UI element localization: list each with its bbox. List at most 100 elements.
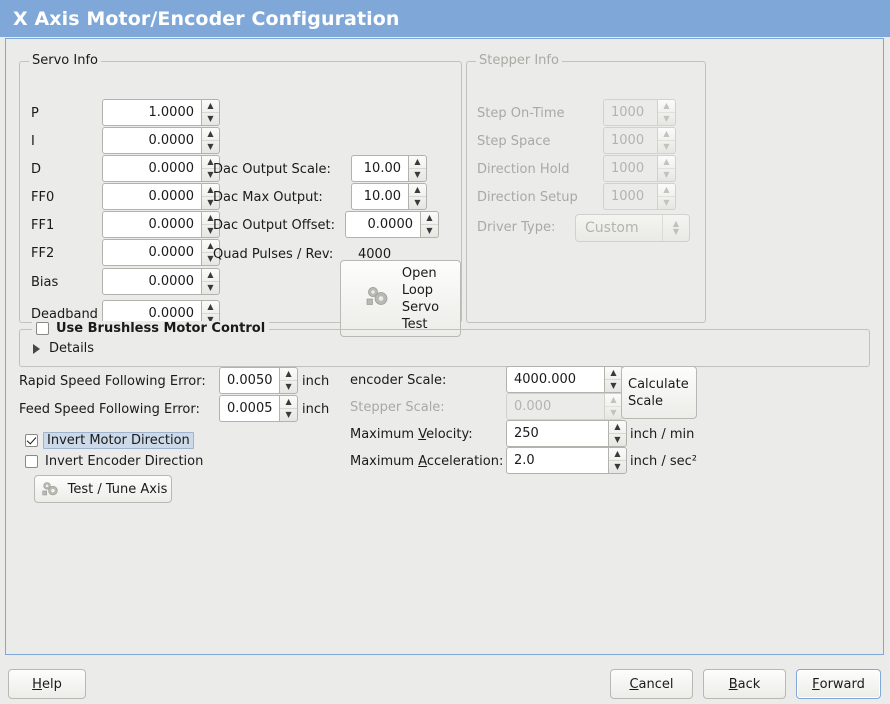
spin-down-icon[interactable]: ▼ [207, 283, 214, 292]
checkbox-box[interactable] [25, 434, 38, 447]
title-bar: X Axis Motor/Encoder Configuration [0, 0, 890, 37]
dac-max-output-value[interactable]: 10.00 [351, 183, 408, 210]
spin-down-icon[interactable]: ▼ [207, 254, 214, 263]
spin-up-icon[interactable]: ▲ [421, 212, 438, 225]
servo-d-spinbox[interactable]: 0.0000 ▲▼ [102, 155, 220, 182]
dac-output-offset-value[interactable]: 0.0000 [345, 211, 420, 238]
spin-down-icon: ▼ [663, 198, 670, 207]
servo-d-value[interactable]: 0.0000 [102, 155, 201, 182]
dac-output-scale-stepper[interactable]: ▲▼ [408, 155, 427, 182]
servo-ff0-value[interactable]: 0.0000 [102, 183, 201, 210]
spin-up-icon[interactable]: ▲ [280, 368, 297, 381]
dac-output-scale-spinbox[interactable]: 10.00 ▲▼ [351, 155, 427, 182]
servo-bias-spinbox[interactable]: 0.0000 ▲▼ [102, 268, 220, 295]
spin-down-icon[interactable]: ▼ [285, 382, 292, 391]
spin-down-icon[interactable]: ▼ [614, 435, 621, 444]
rapid-following-error-spinbox[interactable]: 0.0050 ▲▼ [219, 367, 298, 394]
maximum-acceleration-stepper[interactable]: ▲▼ [608, 447, 627, 474]
dac-max-output-spinbox[interactable]: 10.00 ▲▼ [351, 183, 427, 210]
details-expander[interactable]: Details [33, 341, 94, 356]
spin-down-icon[interactable]: ▼ [207, 170, 214, 179]
spin-up-icon[interactable]: ▲ [202, 240, 219, 253]
spin-down-icon[interactable]: ▼ [285, 410, 292, 419]
spin-down-icon: ▼ [610, 408, 617, 417]
servo-deadband-spinbox[interactable]: 0.0000 ▲▼ [102, 300, 220, 327]
servo-label-ff0: FF0 [31, 190, 55, 205]
spin-up-icon[interactable]: ▲ [202, 156, 219, 169]
open-loop-servo-test-button[interactable]: Open Loop Servo Test [340, 260, 461, 337]
dac-output-offset-stepper[interactable]: ▲▼ [420, 211, 439, 238]
test-tune-axis-button[interactable]: Test / Tune Axis [34, 475, 172, 503]
servo-i-value[interactable]: 0.0000 [102, 127, 201, 154]
spin-up-icon[interactable]: ▲ [202, 184, 219, 197]
calculate-scale-button[interactable]: Calculate Scale [621, 366, 697, 419]
encoder-scale-spinbox[interactable]: 4000.000 ▲▼ [506, 366, 623, 393]
feed-stepper[interactable]: ▲▼ [279, 395, 298, 422]
spin-down-icon[interactable]: ▼ [426, 226, 433, 235]
encoder-scale-value[interactable]: 4000.000 [506, 366, 604, 393]
spin-up-icon[interactable]: ▲ [202, 269, 219, 282]
dac-output-offset-spinbox[interactable]: 0.0000 ▲▼ [345, 211, 439, 238]
servo-bias-value[interactable]: 0.0000 [102, 268, 201, 295]
invert-encoder-direction-checkbox[interactable]: Invert Encoder Direction [25, 454, 203, 469]
spin-up-icon[interactable]: ▲ [202, 301, 219, 314]
dac-max-output-stepper[interactable]: ▲▼ [408, 183, 427, 210]
spin-down-icon[interactable]: ▼ [207, 315, 214, 324]
maximum-acceleration-value[interactable]: 2.0 [506, 447, 608, 474]
spin-down-icon[interactable]: ▼ [414, 170, 421, 179]
servo-ff0-spinbox[interactable]: 0.0000 ▲▼ [102, 183, 220, 210]
use-brushless-checkbox[interactable]: Use Brushless Motor Control [32, 321, 270, 336]
step-on-time-spinbox: 1000 ▲▼ [603, 99, 676, 126]
checkbox-box[interactable] [25, 455, 38, 468]
spin-up-icon[interactable]: ▲ [605, 367, 622, 380]
spin-up-icon[interactable]: ▲ [609, 448, 626, 461]
maximum-acceleration-spinbox[interactable]: 2.0 ▲▼ [506, 447, 627, 474]
feed-following-error-value[interactable]: 0.0005 [219, 395, 280, 422]
spin-up-icon[interactable]: ▲ [409, 156, 426, 169]
servo-d-stepper[interactable]: ▲▼ [201, 155, 220, 182]
rapid-following-error-value[interactable]: 0.0050 [219, 367, 280, 394]
spin-up-icon[interactable]: ▲ [202, 100, 219, 113]
maximum-velocity-spinbox[interactable]: 250 ▲▼ [506, 420, 627, 447]
spin-up-icon[interactable]: ▲ [609, 421, 626, 434]
servo-ff1-spinbox[interactable]: 0.0000 ▲▼ [102, 211, 220, 238]
checkbox-box[interactable] [36, 322, 49, 335]
spin-down-icon[interactable]: ▼ [614, 462, 621, 471]
dac-output-scale-value[interactable]: 10.00 [351, 155, 408, 182]
servo-i-spinbox[interactable]: 0.0000 ▲▼ [102, 127, 220, 154]
servo-p-spinbox[interactable]: 1.0000 ▲▼ [102, 99, 220, 126]
servo-p-value[interactable]: 1.0000 [102, 99, 201, 126]
invert-encoder-direction-label: Invert Encoder Direction [45, 454, 204, 469]
chevron-right-icon[interactable] [33, 343, 40, 354]
servo-ff1-stepper[interactable]: ▲▼ [201, 211, 220, 238]
spin-up-icon[interactable]: ▲ [202, 128, 219, 141]
rapid-stepper[interactable]: ▲▼ [279, 367, 298, 394]
spin-up-icon[interactable]: ▲ [280, 396, 297, 409]
spin-up-icon[interactable]: ▲ [409, 184, 426, 197]
spin-down-icon[interactable]: ▼ [207, 142, 214, 151]
servo-ff2-stepper[interactable]: ▲▼ [201, 239, 220, 266]
spin-down-icon[interactable]: ▼ [207, 198, 214, 207]
feed-following-error-spinbox[interactable]: 0.0005 ▲▼ [219, 395, 298, 422]
maximum-velocity-value[interactable]: 250 [506, 420, 608, 447]
spin-down-icon[interactable]: ▼ [207, 226, 214, 235]
spin-up-icon[interactable]: ▲ [202, 212, 219, 225]
servo-bias-stepper[interactable]: ▲▼ [201, 268, 220, 295]
spin-down-icon[interactable]: ▼ [414, 198, 421, 207]
servo-ff2-spinbox[interactable]: 0.0000 ▲▼ [102, 239, 220, 266]
spin-down-icon[interactable]: ▼ [610, 381, 617, 390]
maximum-velocity-stepper[interactable]: ▲▼ [608, 420, 627, 447]
servo-ff2-value[interactable]: 0.0000 [102, 239, 201, 266]
open-loop-line1: Open [401, 265, 437, 281]
servo-i-stepper[interactable]: ▲▼ [201, 127, 220, 154]
servo-p-stepper[interactable]: ▲▼ [201, 99, 220, 126]
servo-ff0-stepper[interactable]: ▲▼ [201, 183, 220, 210]
spin-down-icon[interactable]: ▼ [207, 114, 214, 123]
driver-type-combobox: Custom ▲▼ [575, 214, 690, 242]
servo-ff1-value[interactable]: 0.0000 [102, 211, 201, 238]
invert-motor-direction-checkbox[interactable]: Invert Motor Direction [25, 432, 194, 449]
